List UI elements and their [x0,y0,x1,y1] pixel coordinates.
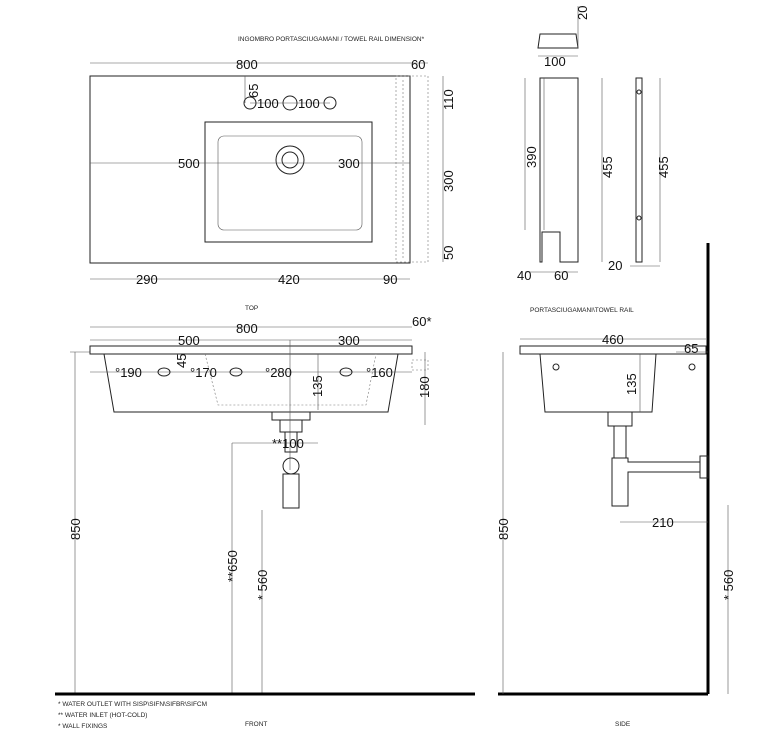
dim-fixing-4: °160 [366,365,393,380]
note-water-outlet: * WATER OUTLET WITH SISP\SIFN\SIFBR\SIFC… [58,701,207,708]
dim-rail-total-height: 455 [600,156,615,178]
dim-bowl-width: 420 [278,272,300,287]
towel-rail-dimension-heading: INGOMBRO PORTASCIUGAMANI / TOWEL RAIL DI… [238,36,425,43]
dim-side-rail: 65 [684,341,698,356]
dim-trap-offset: 210 [652,515,674,530]
dim-front-total-depth: 180 [417,376,432,398]
dim-rail-foot-right: 60 [554,268,568,283]
dim-rail-side-height: 455 [656,156,671,178]
front-view: 800 60* 500 300 °190 45 °170 °280 °160 1… [55,314,475,696]
dim-side-bowl-depth: 135 [624,373,639,395]
top-view: 800 60 65 100 100 500 300 110 300 50 290… [89,57,456,287]
dim-front-width: 800 [236,321,258,336]
dim-fixing-height: 45 [174,354,189,368]
dim-rail-top-height: 20 [575,6,590,20]
dim-side-depth: 460 [602,332,624,347]
dim-hole-offset: 65 [246,84,261,98]
dim-tap-right: 100 [298,96,320,111]
front-view-label: FRONT [245,721,267,728]
dim-rail: 60 [411,57,425,72]
dim-inlet-height: **650 [225,550,240,582]
dim-rail-foot-left: 40 [517,268,531,283]
dim-side-outlet-height: * 560 [721,570,736,600]
dim-front-rail: 60* [412,314,432,329]
dim-front-bowl-depth: 135 [310,375,325,397]
note-water-inlet: ** WATER INLET (HOT-COLD) [58,712,147,719]
note-wall-fixings: * WALL FIXINGS [58,723,108,730]
towel-rail-view: 20 100 390 455 40 60 455 20 [517,6,671,283]
dim-drain-right: 300 [338,156,360,171]
dim-left-drain: 500 [178,156,200,171]
dim-front-height: 850 [68,518,83,540]
dim-rail-top-width: 100 [544,54,566,69]
dim-left-margin: 290 [136,272,158,287]
dim-rail-inner-height: 390 [524,146,539,168]
dim-right-margin: 90 [383,272,397,287]
dim-rail-side-depth: 20 [608,258,622,273]
top-view-label: TOP [245,305,258,312]
dim-tap-left: 100 [257,96,279,111]
side-view-label: SIDE [615,721,631,728]
side-view: 460 65 135 210 850 * 560 [496,243,736,696]
dim-bowl-depth: 300 [441,170,456,192]
dim-fixing-2: °170 [190,365,217,380]
dim-front-left: 500 [178,333,200,348]
dim-fixing-1: °190 [115,365,142,380]
dim-inlet-spacing: **100 [272,436,304,451]
dim-depth-back: 110 [441,89,456,110]
dim-outlet-height: * 560 [255,570,270,600]
dim-side-height: 850 [496,518,511,540]
dim-depth-front: 50 [441,246,456,260]
dim-width: 800 [236,57,258,72]
dim-fixing-3: °280 [265,365,292,380]
towel-rail-label: PORTASCIUGAMANI\TOWEL RAIL [530,307,634,314]
dim-front-right: 300 [338,333,360,348]
